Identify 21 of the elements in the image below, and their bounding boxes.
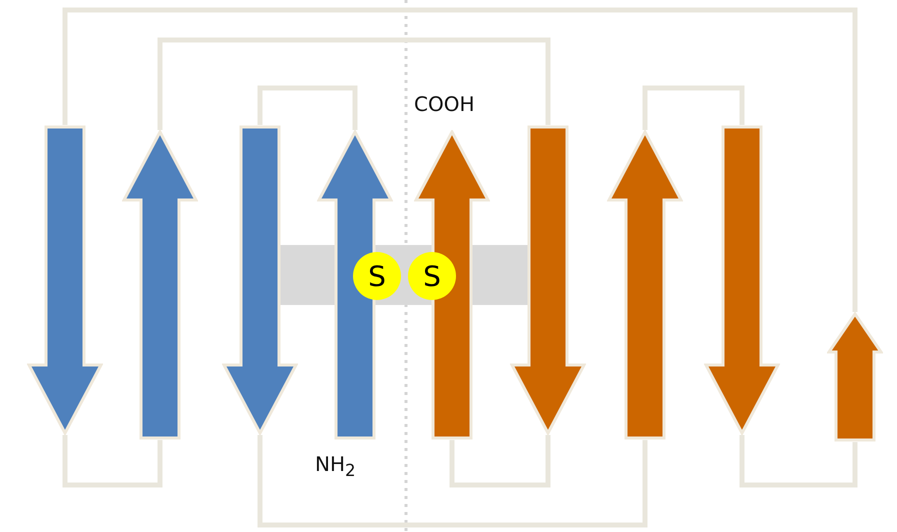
loop-line	[62, 8, 858, 312]
loop-line	[258, 435, 648, 528]
beta-strand	[222, 125, 298, 435]
beta-strand	[317, 130, 393, 440]
loop-line	[158, 38, 550, 130]
loop-line	[642, 86, 744, 130]
beta-strand	[27, 125, 103, 435]
loop-line	[62, 435, 162, 488]
loop-line	[450, 435, 550, 488]
sulfur-circle: S	[408, 252, 456, 300]
beta-strand	[607, 130, 683, 440]
beta-strand	[510, 125, 586, 435]
terminus-label: COOH	[414, 92, 474, 116]
terminus-label: NH$_{2}$	[315, 452, 356, 480]
beta-strand	[414, 130, 490, 440]
beta-strand	[704, 125, 780, 435]
beta-strand	[827, 312, 883, 442]
loop-line	[258, 86, 358, 130]
loop-line	[740, 435, 858, 488]
beta-strand	[122, 130, 198, 440]
sulfur-circle: S	[353, 252, 401, 300]
